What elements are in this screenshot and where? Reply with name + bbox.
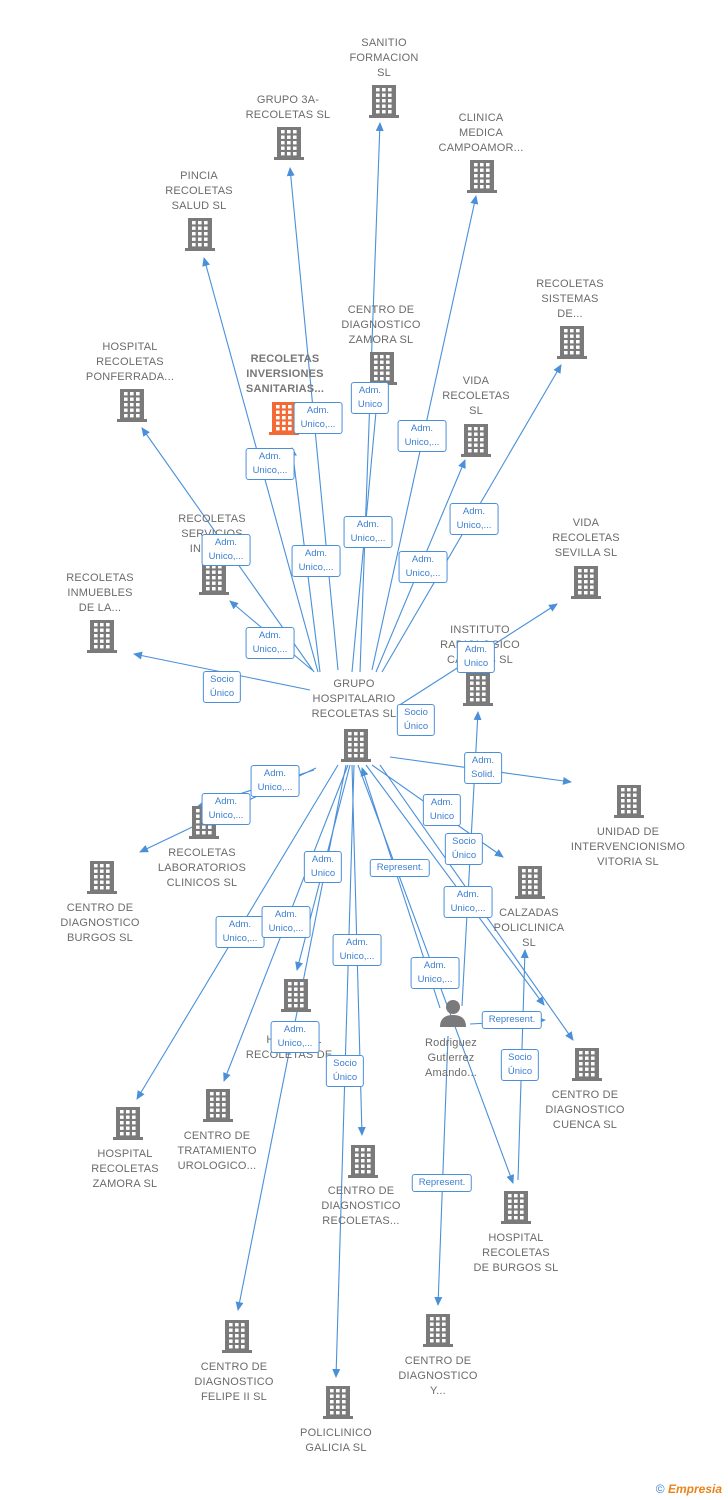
node-label-burgosDiag[interactable]: CENTRO DE DIAGNOSTICO BURGOS SL [60,902,140,944]
grupo3a-building-icon[interactable] [274,127,304,160]
node-label-burgosHosp[interactable]: HOSPITAL RECOLETAS DE BURGOS SL [473,1232,559,1274]
node-label-sanitio[interactable]: SANITIO FORMACION SL [349,37,419,79]
copyright-symbol: © [655,1482,665,1496]
zamoraDiag-building-icon[interactable] [367,352,397,385]
node-label-calzadas[interactable]: CALZADAS POLICLINICA SL [493,907,565,949]
inmuebles-building-icon[interactable] [87,620,117,653]
vitoria-building-icon[interactable] [614,785,644,818]
servicios-building-icon[interactable] [199,562,229,595]
galicia-building-icon[interactable] [323,1386,353,1419]
node-label-felipe[interactable]: CENTRO DE DIAGNOSTICO FELIPE II SL [194,1361,274,1403]
edge-label-rodriguez-to-cuenca[interactable]: Represent. [481,1011,543,1029]
inversiones-building-icon[interactable] [269,402,299,435]
sanitio-building-icon[interactable] [369,85,399,118]
edge-label-center-to-inversiones[interactable]: Adm. Unico,... [291,545,341,577]
edge-label-rodriguez-to-diagY[interactable]: Represent. [411,1174,473,1192]
node-label-zamoraHosp[interactable]: HOSPITAL RECOLETAS ZAMORA SL [91,1148,159,1190]
node-label-galicia[interactable]: POLICLINICO GALICIA SL [300,1427,372,1454]
edge-label-center-to-galicia[interactable]: Socio Único [325,1055,365,1087]
edge-label-center-to-vitoria[interactable]: Adm. Unico [422,794,462,826]
edge-label-center-to-zamoraDiag[interactable]: Adm. Unico,... [343,516,393,548]
footer: © Empresia [656,1482,722,1496]
edge-label-burgosHosp-to-calzadas[interactable]: Socio Único [500,1049,540,1081]
node-label-clinica[interactable]: CLINICA MEDICA CAMPOAMOR... [438,112,524,154]
edge-label-center-to-ponferrada[interactable]: Adm. Unico,... [201,534,251,566]
edge-label-center-to-pincia[interactable]: Adm. Unico,... [245,448,295,480]
diagRecoletas-building-icon[interactable] [348,1145,378,1178]
node-layer [87,85,644,1419]
edge-label-center-to-felipe[interactable]: Adm. Unico,... [270,1021,320,1053]
node-label-diagRecoletas[interactable]: CENTRO DE DIAGNOSTICO RECOLETAS... [321,1185,401,1227]
node-label-inmuebles[interactable]: RECOLETAS INMUEBLES DE LA... [66,572,134,614]
burgosDiag-building-icon[interactable] [87,861,117,894]
brand-logo[interactable]: Empresia [667,1482,722,1496]
node-label-zamoraDiag[interactable]: CENTRO DE DIAGNOSTICO ZAMORA SL [341,304,421,346]
node-label-sistemas[interactable]: RECOLETAS SISTEMAS DE... [536,278,604,320]
node-label-pincia[interactable]: PINCIA RECOLETAS SALUD SL [165,170,233,212]
edge-label-center-to-burgosHosp[interactable]: Adm. Unico,... [410,957,460,989]
node-label-inversiones[interactable]: RECOLETAS INVERSIONES SANITARIAS... [245,353,325,395]
node-label-vitoria[interactable]: UNIDAD DE INTERVENCIONISMO VITORIA SL [570,826,686,868]
diagY-building-icon[interactable] [423,1314,453,1347]
cuenca-building-icon[interactable] [572,1048,602,1081]
node-label-vida[interactable]: VIDA RECOLETAS SL [442,375,510,417]
node-label-ponferrada[interactable]: HOSPITAL RECOLETAS PONFERRADA... [85,341,175,383]
urologico-building-icon[interactable] [203,1089,233,1122]
edge-label-center-to-laboratorios[interactable]: Adm. Unico,... [250,765,300,797]
instituto-building-icon[interactable] [463,673,493,706]
ponferrada-building-icon[interactable] [117,389,147,422]
node-label-rodriguez[interactable]: Rodriguez Gutierrez Amando... [425,1037,477,1079]
edge-label-center-to-urologico[interactable]: Adm. Unico,... [261,906,311,938]
calzadas-building-icon[interactable] [515,866,545,899]
edge-label-center-to-servicios[interactable]: Adm. Unico,... [245,627,295,659]
zamoraHosp-building-icon[interactable] [113,1107,143,1140]
edge-label-center-to-inmuebles[interactable]: Socio Único [202,671,242,703]
edge-label-center-to-grupo3a[interactable]: Adm. Unico,... [293,402,343,434]
rodriguez-person-icon[interactable] [440,1000,466,1027]
hospitalMid-building-icon[interactable] [281,979,311,1012]
edge-label-center-to-instituto[interactable]: Adm. Solid. [464,752,502,784]
node-label-cuenca[interactable]: CENTRO DE DIAGNOSTICO CUENCA SL [545,1089,625,1131]
node-label-vidaSevilla[interactable]: VIDA RECOLETAS SEVILLA SL [552,517,620,559]
edge-center-to-calzadas [365,764,545,1006]
edge-label-center-to-sistemas[interactable]: Adm. Unico,... [449,503,499,535]
edge-label-center-to-vidaSevilla[interactable]: Socio Único [396,704,436,736]
center-building-icon[interactable] [341,729,371,762]
edge-label-center-to-cuenca[interactable]: Adm. Unico,... [443,886,493,918]
edge-label-center-to-diagRecoletas[interactable]: Adm. Unico,... [332,934,382,966]
edge-rodriguez-to-diagY [434,1035,449,1306]
node-label-center[interactable]: GRUPO HOSPITALARIO RECOLETAS SL [311,678,397,720]
felipe-building-icon[interactable] [222,1320,252,1353]
edge-label-center-to-vida[interactable]: Adm. Unico,... [398,551,448,583]
edge-label-center-to-sanitio[interactable]: Adm. Unico [350,382,390,414]
vidaSevilla-building-icon[interactable] [571,566,601,599]
edge-label-center-to-zamoraHosp[interactable]: Adm. Unico,... [215,916,265,948]
pincia-building-icon[interactable] [185,218,215,251]
edge-label-rodriguez-to-center[interactable]: Represent. [369,859,431,877]
edge-label-center-to-clinica[interactable]: Adm. Unico,... [397,420,447,452]
burgosHosp-building-icon[interactable] [501,1191,531,1224]
sistemas-building-icon[interactable] [557,326,587,359]
edge-label-rodriguez-to-instituto[interactable]: Adm. Unico [456,641,496,673]
node-label-urologico[interactable]: CENTRO DE TRATAMIENTO UROLOGICO... [177,1130,257,1172]
clinica-building-icon[interactable] [467,160,497,193]
edge-label-center-to-burgosDiag[interactable]: Adm. Unico,... [201,793,251,825]
vida-building-icon[interactable] [461,424,491,457]
edge-label-center-to-calzadas[interactable]: Socio Único [444,833,484,865]
node-label-laboratorios[interactable]: RECOLETAS LABORATORIOS CLINICOS SL [157,847,247,889]
node-label-diagY[interactable]: CENTRO DE DIAGNOSTICO Y... [398,1355,478,1397]
edge-label-center-to-hospitalMid[interactable]: Adm. Unico [303,851,343,883]
node-label-grupo3a[interactable]: GRUPO 3A- RECOLETAS SL [245,94,331,121]
